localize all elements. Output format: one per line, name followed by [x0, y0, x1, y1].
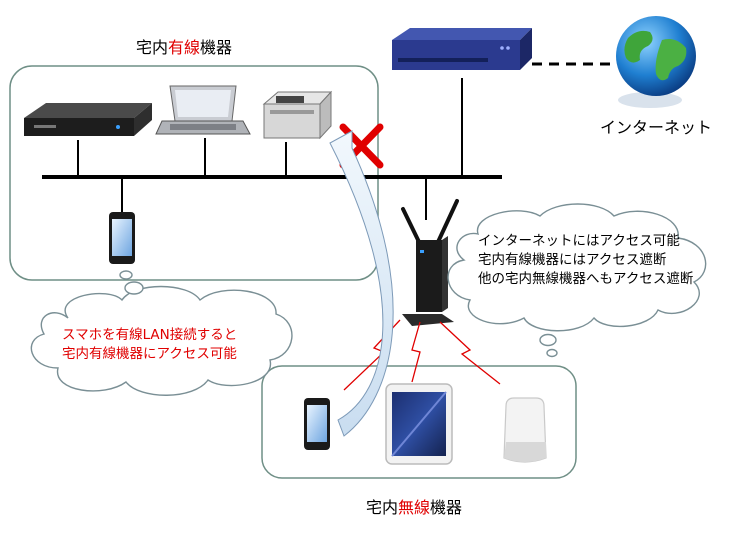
- right-cloud-line-3: 他の宅内無線機器へもアクセス遮断: [478, 271, 694, 287]
- tablet-icon: [385, 383, 453, 465]
- wired-group-label: 宅内有線機器: [136, 34, 232, 58]
- wireless-smartphone-icon: [304, 398, 330, 450]
- left-cloud-text: スマホを有線LAN接続すると 宅内有線機器にアクセス可能: [62, 326, 237, 364]
- wired-label-suffix: 機器: [200, 38, 233, 57]
- left-cloud-line-2: 宅内有線機器にアクセス可能: [62, 346, 237, 362]
- wired-group-box: [9, 65, 379, 281]
- bluray-recorder-icon: [24, 103, 152, 136]
- smart-speaker-icon: [503, 397, 547, 463]
- laptop-icon: [155, 85, 251, 135]
- right-cloud-line-2: 宅内有線機器にはアクセス遮断: [478, 252, 667, 268]
- wireless-access-point-icon: [401, 199, 459, 326]
- wired-label-highlight: 有線: [168, 38, 201, 57]
- left-cloud-line-1: スマホを有線LAN接続すると: [62, 327, 238, 343]
- printer-icon: [262, 90, 333, 140]
- right-thought-cloud: [447, 203, 707, 358]
- wireless-label-highlight: 無線: [398, 498, 431, 517]
- wireless-label-suffix: 機器: [430, 498, 463, 517]
- internet-label: インターネット: [600, 118, 713, 137]
- right-cloud-text: インターネットにはアクセス可能 宅内有線機器にはアクセス遮断 他の宅内無線機器へ…: [478, 232, 693, 289]
- router-icon: [392, 28, 532, 70]
- right-cloud-line-1: インターネットにはアクセス可能: [478, 233, 680, 249]
- bypass-arrow: [329, 130, 394, 437]
- left-thought-cloud: [30, 270, 293, 396]
- wireless-group-box: [261, 365, 577, 479]
- wireless-group-label: 宅内無線機器: [366, 494, 462, 518]
- wired-smartphone-icon: [109, 212, 135, 264]
- wireless-signal-lines: [343, 319, 501, 391]
- wired-label-prefix: 宅内: [136, 38, 169, 57]
- globe-icon: [616, 16, 696, 108]
- wireless-label-prefix: 宅内: [366, 498, 399, 517]
